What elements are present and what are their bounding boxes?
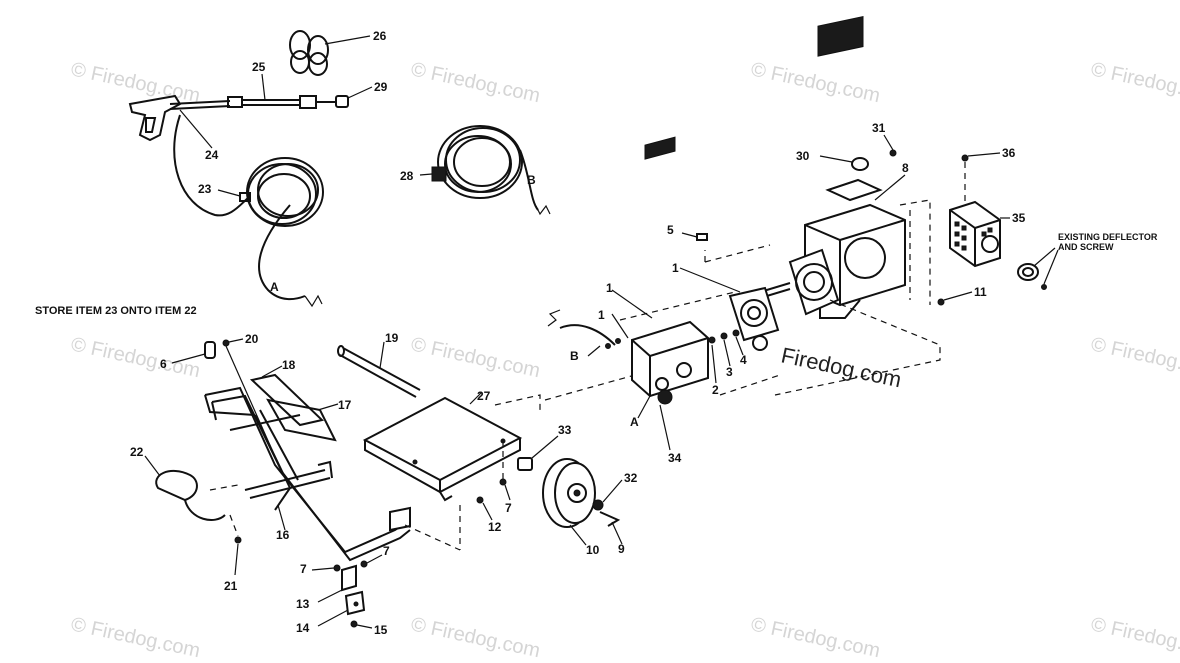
- callout-6: 6: [160, 357, 167, 371]
- callout-13: 13: [296, 597, 310, 611]
- hose-b-connection: [547, 309, 616, 357]
- item-1-pump-flange: [679, 267, 780, 351]
- watermark: © Firedog.com: [409, 613, 542, 662]
- callout-1: 1: [606, 281, 613, 295]
- watermark: © Firedog.com: [409, 333, 542, 382]
- item-16-frame: [204, 386, 411, 562]
- item-25-wand: [227, 73, 335, 109]
- letter-b: B: [527, 173, 536, 187]
- watermark: © Firedog.com: [409, 58, 542, 107]
- callout-28: 28: [400, 169, 414, 183]
- hose-letters: A B B A: [270, 173, 639, 429]
- item-19-handle: [337, 341, 421, 398]
- callout-17: 17: [338, 398, 352, 412]
- item-26-o-rings: [289, 30, 371, 76]
- item-30-bracket: [819, 155, 869, 171]
- callout-25: 25: [252, 60, 266, 74]
- callout-24: 24: [205, 148, 219, 162]
- callout-3: 3: [726, 365, 733, 379]
- callout-34: 34: [668, 451, 682, 465]
- letter-a: A: [630, 415, 639, 429]
- callout-16: 16: [276, 528, 290, 542]
- callout-26: 26: [373, 29, 387, 43]
- item-10-wheel: [542, 458, 596, 546]
- item-24-spray-gun: [128, 94, 231, 149]
- callout-12: 12: [488, 520, 502, 534]
- brand-watermark: Firedog.com: [779, 342, 904, 392]
- callout-30: 30: [796, 149, 810, 163]
- callout-1: 1: [598, 308, 605, 322]
- item-32-washer: [592, 479, 623, 511]
- callout-35: 35: [1012, 211, 1026, 225]
- callout-9: 9: [618, 542, 625, 556]
- callout-7: 7: [300, 562, 307, 576]
- letter-b: B: [570, 349, 579, 363]
- callout-27: 27: [477, 389, 491, 403]
- callouts: 26 25 29 24 23 28 31 30 36 8 35 5 1 1 1 …: [130, 29, 1026, 637]
- watermark: © Firedog.com: [1089, 58, 1180, 107]
- callout-11: 11: [974, 285, 987, 299]
- watermark: © Firedog.com: [69, 58, 202, 107]
- seals: [708, 329, 744, 384]
- callout-29: 29: [374, 80, 388, 94]
- callout-19: 19: [385, 331, 399, 345]
- item-9-pin: [599, 511, 623, 545]
- callout-36: 36: [1002, 146, 1016, 160]
- callout-21: 21: [224, 579, 238, 593]
- item-17-panel: [266, 398, 339, 442]
- item-33-spacer: [517, 435, 559, 471]
- letter-a: A: [270, 280, 279, 294]
- item-7-screw: [499, 440, 511, 501]
- callout-7: 7: [383, 544, 390, 558]
- item-31-screw: [883, 134, 897, 157]
- callout-33: 33: [558, 423, 572, 437]
- existing-deflector: [1017, 247, 1059, 290]
- item-14-foot: [317, 590, 366, 627]
- item-20-screw: [222, 338, 274, 453]
- item-6-cap: [171, 341, 216, 364]
- item-21-screw: [229, 514, 242, 576]
- callout-20: 20: [245, 332, 259, 346]
- item-28-hose: [419, 125, 551, 216]
- item-15-screw: [350, 620, 373, 629]
- watermark: © Firedog.com: [69, 333, 202, 382]
- item-35-muffler-guard: [949, 152, 1010, 268]
- callout-4: 4: [740, 353, 747, 367]
- watermark: © Firedog.com: [749, 58, 882, 107]
- pump: [605, 136, 709, 451]
- callout-18: 18: [282, 358, 296, 372]
- deflector-note-line2: AND SCREW: [1058, 242, 1114, 252]
- item-29-nozzle: [335, 86, 373, 108]
- watermark: © Firedog.com: [749, 613, 882, 662]
- watermark: © Firedog.com: [69, 613, 202, 662]
- item-27-base-plate: [362, 391, 523, 551]
- callout-15: 15: [374, 623, 388, 637]
- item-18-panel: [249, 365, 325, 427]
- callout-8: 8: [902, 161, 909, 175]
- callout-23: 23: [198, 182, 212, 196]
- item-5-pin: [681, 232, 708, 241]
- assembly-lines: [494, 199, 941, 410]
- item-23-hose: [173, 114, 324, 308]
- item-13-bracket: [311, 554, 383, 603]
- callout-22: 22: [130, 445, 144, 459]
- callout-5: 5: [667, 223, 674, 237]
- item-22-hose-hanger: [144, 455, 239, 521]
- callout-1: 1: [672, 261, 679, 275]
- deflector-note-line1: EXISTING DEFLECTOR: [1058, 232, 1158, 242]
- item-12-screw: [476, 496, 493, 521]
- callout-7: 7: [505, 501, 512, 515]
- callout-10: 10: [586, 543, 600, 557]
- callout-14: 14: [296, 621, 310, 635]
- store-note: STORE ITEM 23 ONTO ITEM 22: [35, 305, 197, 317]
- callout-32: 32: [624, 471, 638, 485]
- watermark: © Firedog.com: [1089, 333, 1180, 382]
- callout-31: 31: [872, 121, 886, 135]
- callout-2: 2: [712, 383, 719, 397]
- item-11-screw: [937, 291, 973, 306]
- watermark: © Firedog.com: [1089, 613, 1180, 662]
